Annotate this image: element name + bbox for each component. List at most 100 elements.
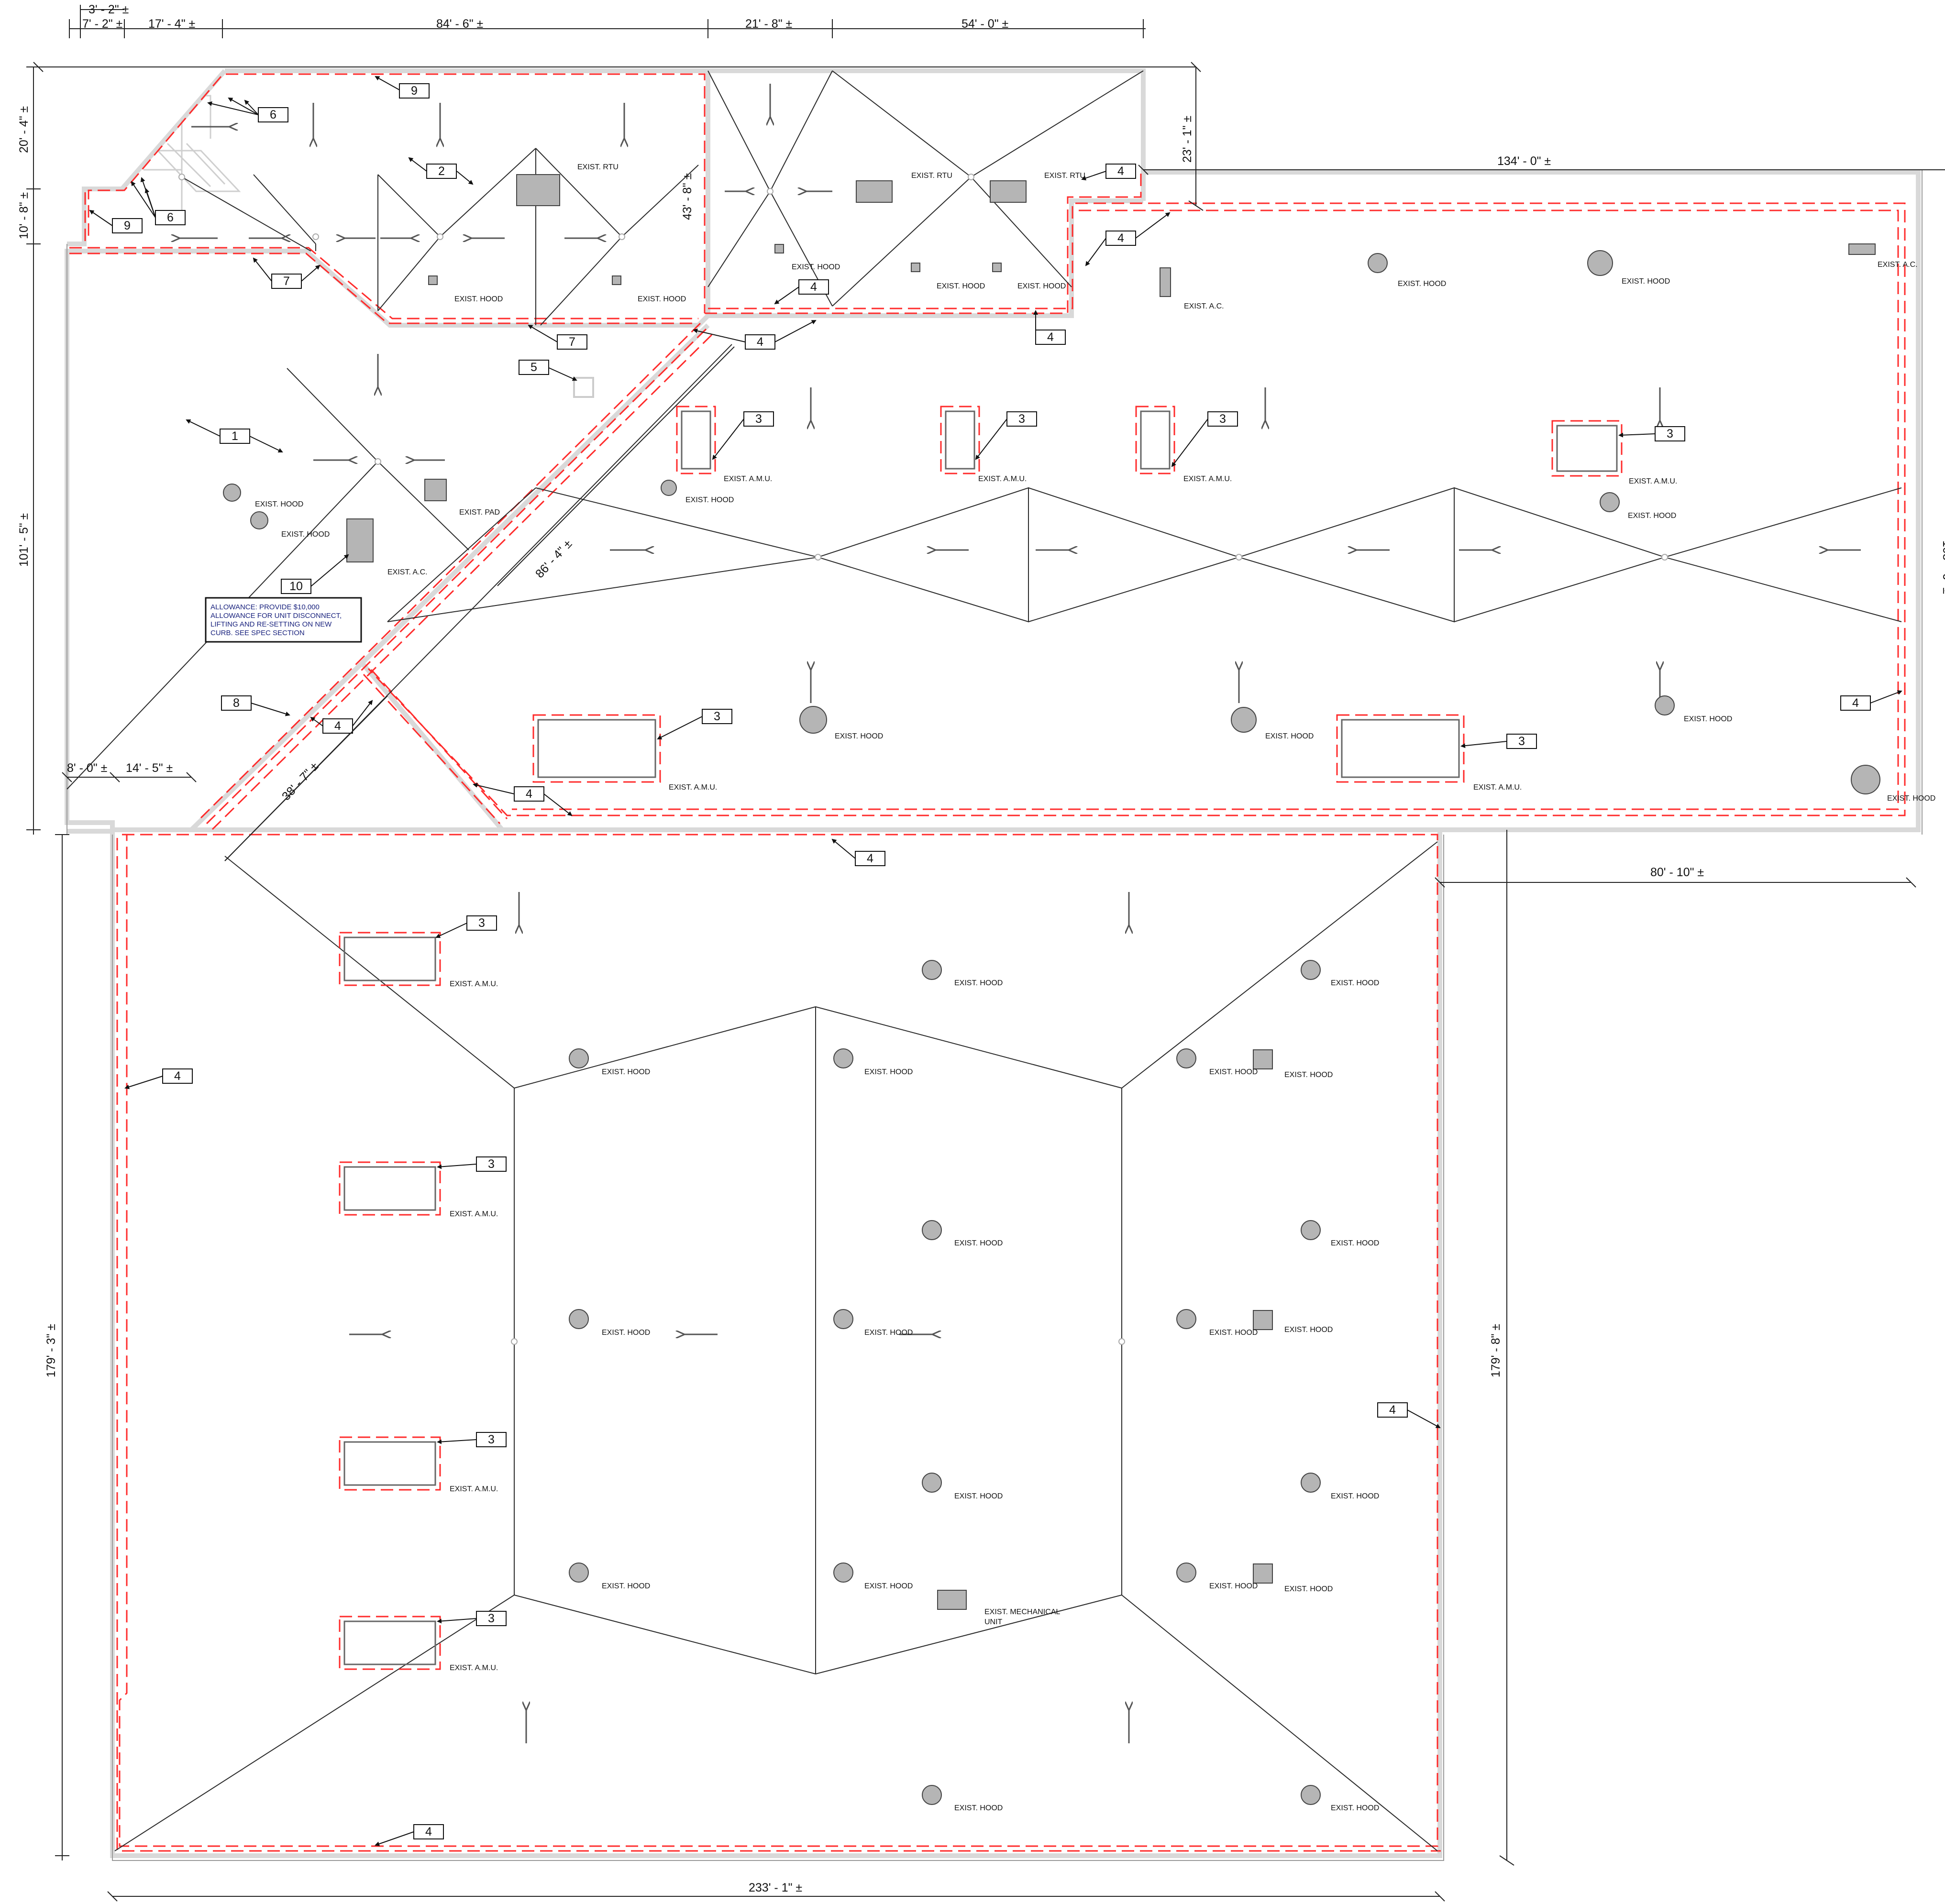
svg-text:7: 7 <box>569 335 575 349</box>
perimeter-flashing <box>69 73 1906 1852</box>
svg-text:LIFTING AND RE-SETTING ON NEW: LIFTING AND RE-SETTING ON NEW <box>210 620 332 628</box>
label-hood: EXIST. HOOD <box>1331 1239 1379 1247</box>
label-ac: EXIST. A.C. <box>1184 302 1224 310</box>
svg-text:7: 7 <box>283 275 290 288</box>
svg-text:4: 4 <box>526 787 532 801</box>
dim-label: 20' - 4" ± <box>17 106 31 153</box>
label-mechanical: UNIT <box>984 1618 1003 1626</box>
svg-text:10: 10 <box>289 580 303 593</box>
label-amu: EXIST. A.M.U. <box>450 980 498 988</box>
svg-text:3: 3 <box>1219 412 1226 426</box>
dim-label: 54' - 0" ± <box>961 17 1008 31</box>
label-hood: EXIST. HOOD <box>1209 1329 1258 1337</box>
dim-label: 14' - 5" ± <box>126 761 173 775</box>
svg-text:3: 3 <box>488 1612 495 1625</box>
label-pad: EXIST. PAD <box>459 508 500 517</box>
label-mechanical: EXIST. MECHANICAL <box>984 1608 1060 1616</box>
label-hood: EXIST. HOOD <box>685 496 734 504</box>
svg-text:3: 3 <box>714 710 720 723</box>
svg-text:9: 9 <box>411 84 418 98</box>
label-hood: EXIST. HOOD <box>937 282 985 290</box>
label-hood: EXIST. HOOD <box>1622 277 1670 286</box>
svg-text:3: 3 <box>488 1157 495 1171</box>
label-amu: EXIST. A.M.U. <box>450 1664 498 1672</box>
svg-text:CURB. SEE SPEC SECTION: CURB. SEE SPEC SECTION <box>210 629 305 637</box>
dim-label: 3' - 2" ± <box>88 3 129 16</box>
equipment-labels: EXIST. RTU EXIST. RTU EXIST. RTU EXIST. … <box>255 163 1935 1812</box>
label-hood: EXIST. HOOD <box>1284 1071 1333 1079</box>
label-hood: EXIST. HOOD <box>1684 715 1732 723</box>
label-amu: EXIST. A.M.U. <box>1629 477 1677 485</box>
svg-text:3: 3 <box>1018 412 1025 426</box>
dim-label: 10' - 8" ± <box>17 192 31 239</box>
drain-points <box>178 174 1668 1345</box>
dim-label: 101' - 5" ± <box>17 513 31 567</box>
label-hood: EXIST. HOOD <box>1209 1068 1258 1076</box>
svg-text:ALLOWANCE: PROVIDE $10,000: ALLOWANCE: PROVIDE $10,000 <box>210 603 320 611</box>
svg-text:3: 3 <box>1518 735 1525 748</box>
label-amu: EXIST. A.M.U. <box>1473 783 1522 792</box>
dim-label: 38' - 7" ± <box>279 759 321 803</box>
label-hood: EXIST. HOOD <box>864 1329 913 1337</box>
label-hood: EXIST. HOOD <box>954 1492 1003 1500</box>
label-hood: EXIST. HOOD <box>954 979 1003 987</box>
rtu-unit <box>990 180 1027 203</box>
rtu-unit <box>856 180 893 203</box>
dim-label: 108' - 6" ± <box>1940 540 1945 594</box>
label-hood: EXIST. HOOD <box>1887 794 1935 803</box>
svg-text:4: 4 <box>1117 165 1124 178</box>
label-ac: EXIST. A.C. <box>387 568 428 576</box>
svg-text:4: 4 <box>810 280 817 294</box>
dim-label: 80' - 10" ± <box>1650 866 1704 879</box>
keynote-tags: 9 9 6 6 2 7 7 5 1 10 8 3 3 3 <box>89 76 1902 1847</box>
label-hood: EXIST. HOOD <box>792 263 840 271</box>
svg-text:8: 8 <box>233 696 240 710</box>
svg-text:1: 1 <box>232 429 238 443</box>
svg-text:3: 3 <box>488 1433 495 1446</box>
label-hood: EXIST. HOOD <box>1331 979 1379 987</box>
label-hood: EXIST. HOOD <box>835 732 883 740</box>
dimensions: 3' - 2" ± 7' - 2" ± 17' - 4" ± 84' - 6" … <box>17 3 1945 1902</box>
label-hood: EXIST. HOOD <box>638 295 686 303</box>
slope-arrows <box>179 84 1861 1743</box>
svg-text:3: 3 <box>755 412 762 426</box>
label-rtu: EXIST. RTU <box>577 163 619 171</box>
svg-text:4: 4 <box>757 335 763 349</box>
label-amu: EXIST. A.M.U. <box>1183 475 1232 483</box>
svg-text:4: 4 <box>174 1069 181 1083</box>
svg-text:ALLOWANCE FOR UNIT DISCONNECT,: ALLOWANCE FOR UNIT DISCONNECT, <box>210 612 342 620</box>
equipment <box>223 174 1880 1805</box>
label-hood: EXIST. HOOD <box>864 1068 913 1076</box>
label-rtu: EXIST. RTU <box>911 172 952 180</box>
svg-text:4: 4 <box>867 852 873 865</box>
label-hood: EXIST. HOOD <box>1209 1582 1258 1590</box>
svg-text:6: 6 <box>167 211 174 224</box>
dim-label: 23' - 1" ± <box>1181 116 1194 163</box>
label-hood: EXIST. HOOD <box>1628 512 1676 520</box>
rtu-unit <box>516 174 560 206</box>
label-hood: EXIST. HOOD <box>1265 732 1314 740</box>
dim-label: 17' - 4" ± <box>148 17 195 31</box>
svg-text:3: 3 <box>478 916 485 930</box>
dim-label: 179' - 3" ± <box>44 1324 58 1377</box>
roof-outline <box>65 66 1923 1861</box>
svg-text:4: 4 <box>1047 330 1054 344</box>
dim-label: 7' - 2" ± <box>82 17 122 31</box>
dim-label: 8' - 0" ± <box>67 761 107 775</box>
label-hood: EXIST. HOOD <box>281 530 330 539</box>
dim-label: 233' - 1" ± <box>749 1881 802 1894</box>
label-hood: EXIST. HOOD <box>1284 1585 1333 1593</box>
dim-label: 179' - 8" ± <box>1489 1324 1503 1377</box>
label-hood: EXIST. HOOD <box>602 1582 650 1590</box>
svg-text:6: 6 <box>270 108 276 121</box>
label-hood: EXIST. HOOD <box>454 295 503 303</box>
dim-label: 84' - 6" ± <box>436 17 483 31</box>
roof-ridges <box>66 70 1902 1851</box>
svg-text:9: 9 <box>124 219 131 232</box>
label-amu: EXIST. A.M.U. <box>450 1210 498 1218</box>
label-amu: EXIST. A.M.U. <box>450 1485 498 1493</box>
dim-label: 43' - 8" ± <box>681 173 694 220</box>
label-hood: EXIST. HOOD <box>954 1239 1003 1247</box>
dim-label: 21' - 8" ± <box>745 17 792 31</box>
